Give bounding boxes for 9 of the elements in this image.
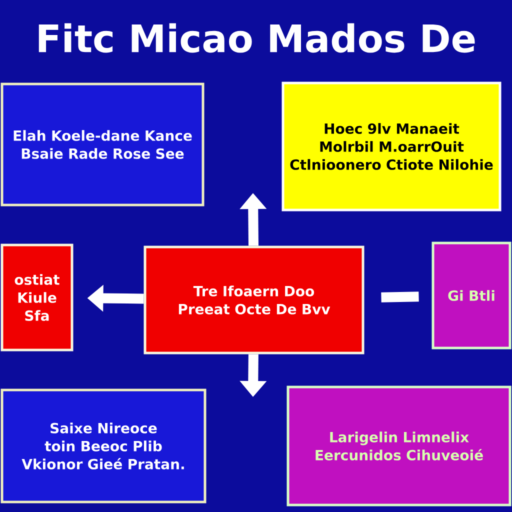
connector: [381, 292, 419, 302]
process-box: Gi Btli: [432, 242, 512, 350]
process-box: ostiat Kiule Sfa: [0, 244, 74, 352]
title: Fitc Micao Mados De: [38, 23, 475, 53]
process-box: Larigelin Limnelix Eercunidos Cihuveoié: [286, 386, 512, 506]
process-box: Saixe Nireoce toin Beeoc Plib Vkionor Gieé Pratan.: [0, 388, 206, 504]
process-box: Hoec 9lv Manaeit Molrbil M.oarrOuit Ctlnioonero Ctiote Nilohie: [282, 82, 502, 212]
process-box: Tre Ifoaern Doo Preeat Octe De Bvv: [144, 246, 364, 354]
process-box: Elah Koele-dane Kance Bsaie Rade Rose See: [0, 82, 204, 206]
